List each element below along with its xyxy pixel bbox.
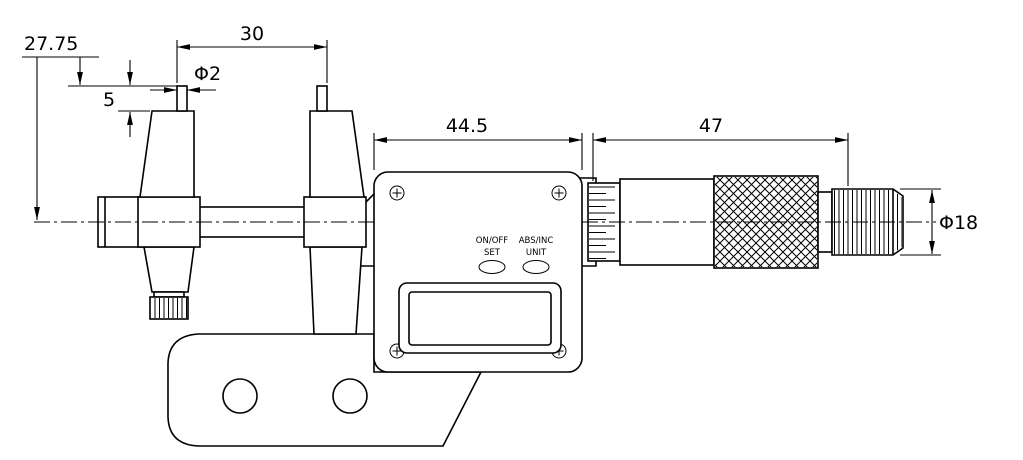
clamp-knob-knurling — [151, 298, 187, 318]
left-jaw-lower — [143, 246, 195, 293]
dim-phi18: Φ18 — [900, 188, 978, 256]
button-panel: ON/OFF SET ABS/INC UNIT — [476, 236, 554, 274]
absinc-button-label: ABS/INC — [519, 236, 554, 246]
dim-27-75: 27.75 — [22, 33, 177, 220]
frame-hole-left — [222, 378, 258, 414]
dim-5: 5 — [103, 60, 150, 137]
dim-phi18-text: Φ18 — [939, 212, 978, 234]
set-button-label: SET — [484, 248, 501, 258]
absinc-unit-button — [522, 260, 550, 274]
unit-button-label: UNIT — [526, 248, 547, 258]
onoff-set-button — [478, 260, 506, 274]
onoff-button-label: ON/OFF — [476, 236, 508, 246]
lcd-screen — [408, 291, 552, 346]
dim-30: 30 — [176, 23, 328, 83]
left-measuring-tip — [176, 85, 188, 112]
dim-phi2: Φ2 — [150, 63, 221, 93]
frame-hole-right — [332, 378, 368, 414]
screw-icon — [389, 185, 405, 201]
right-jaw-upper — [309, 110, 365, 198]
dim-30-text: 30 — [240, 23, 264, 45]
dim-27-75-text: 27.75 — [24, 33, 78, 55]
dim-phi2-text: Φ2 — [194, 63, 221, 85]
dim-47-text: 47 — [699, 115, 723, 137]
dim-5-text: 5 — [103, 89, 115, 111]
frame — [167, 333, 483, 447]
screw-icon — [551, 185, 567, 201]
dim-44-5: 44.5 — [373, 115, 583, 170]
right-jaw-lower — [309, 246, 363, 335]
dim-44-5-text: 44.5 — [446, 115, 488, 137]
dim-47: 47 — [592, 115, 849, 186]
left-jaw-upper — [139, 110, 195, 198]
clamp-knob — [149, 296, 189, 320]
right-measuring-tip — [316, 85, 328, 112]
